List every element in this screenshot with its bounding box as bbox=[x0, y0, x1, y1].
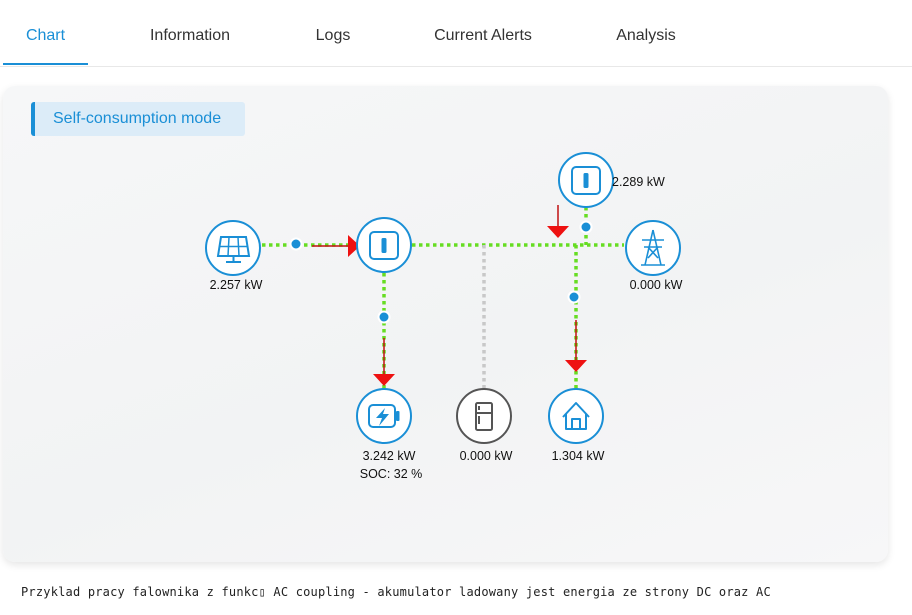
tab-current-alerts[interactable]: Current Alerts bbox=[434, 27, 532, 44]
arrow-pv-to-inverter bbox=[348, 235, 360, 257]
mode-badge: Self-consumption mode bbox=[31, 102, 245, 136]
generator-node[interactable] bbox=[456, 388, 512, 444]
grid-power-value: 0.000 kW bbox=[629, 278, 683, 292]
battery-soc-value: SOC: 32 % bbox=[359, 467, 423, 481]
battery-power-value: 3.242 kW bbox=[362, 449, 416, 463]
ac-inverter-power-value: 2.289 kW bbox=[612, 175, 665, 189]
arrow-to-battery bbox=[373, 374, 395, 386]
power-tower-icon bbox=[641, 229, 665, 266]
flow-arrows bbox=[312, 205, 587, 386]
arrow-ac-inverter bbox=[547, 226, 569, 238]
tab-information[interactable]: Information bbox=[149, 27, 231, 44]
pv-node[interactable] bbox=[205, 220, 261, 276]
tab-logs[interactable]: Logs bbox=[315, 27, 351, 44]
chart-panel bbox=[3, 86, 888, 562]
flow-dots bbox=[289, 220, 593, 324]
inverter-icon bbox=[369, 231, 399, 260]
generator-power-value: 0.000 kW bbox=[459, 449, 513, 463]
active-tab-indicator bbox=[3, 63, 88, 65]
ac-inverter-node[interactable] bbox=[558, 152, 614, 208]
grid-node[interactable] bbox=[625, 220, 681, 276]
pv-power-value: 2.257 kW bbox=[209, 278, 263, 292]
inverter-node[interactable] bbox=[356, 217, 412, 273]
solar-panel-icon bbox=[216, 236, 251, 263]
battery-node[interactable] bbox=[356, 388, 412, 444]
tab-chart[interactable]: Chart bbox=[25, 27, 66, 44]
house-icon bbox=[562, 402, 590, 430]
image-caption: Przyklad pracy falownika z funkc▯ AC cou… bbox=[21, 585, 771, 599]
arrow-to-home bbox=[565, 360, 587, 372]
home-node[interactable] bbox=[548, 388, 604, 444]
tab-bar: Chart Information Logs Current Alerts An… bbox=[0, 0, 912, 67]
home-power-value: 1.304 kW bbox=[551, 449, 605, 463]
inverter-icon bbox=[571, 166, 601, 195]
tab-analysis[interactable]: Analysis bbox=[616, 27, 676, 44]
generator-icon bbox=[475, 402, 493, 431]
battery-charging-icon bbox=[368, 404, 400, 428]
